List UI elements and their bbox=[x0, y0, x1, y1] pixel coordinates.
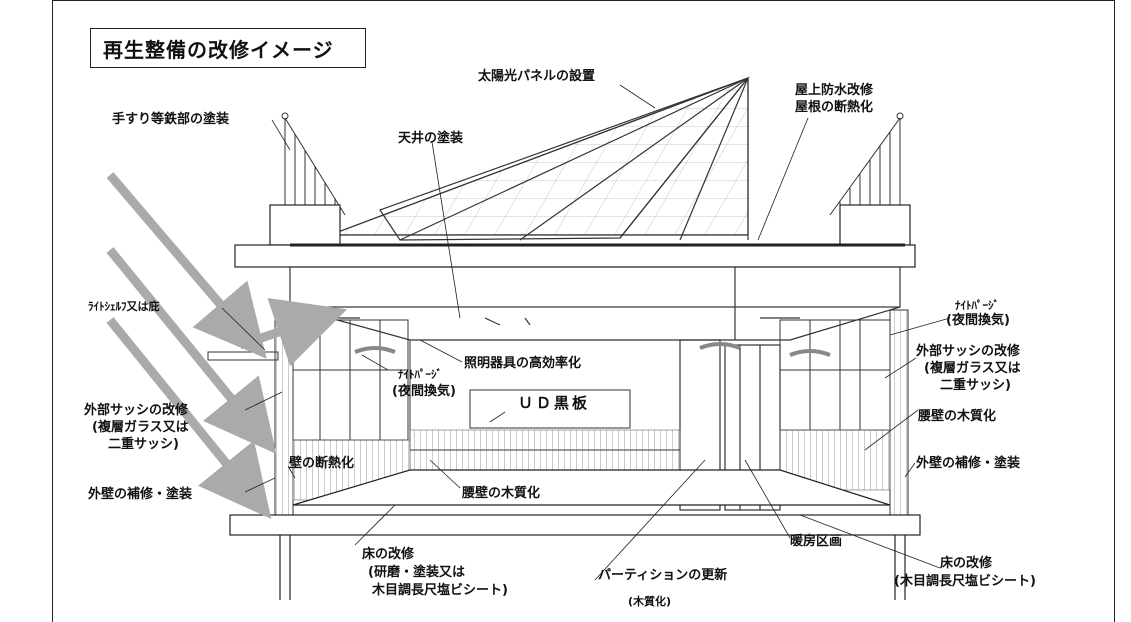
solar-panel-roof bbox=[329, 76, 750, 241]
handrail-right bbox=[829, 112, 904, 217]
figure-frame bbox=[52, 0, 1115, 622]
diagram-title: 再生整備の改修イメージ bbox=[90, 28, 366, 68]
label-wall-insulation: 壁の断熱化 bbox=[289, 456, 355, 471]
label-handrail-painting: 手すり等鉄部の塗装 bbox=[112, 112, 230, 127]
label-night-purge-left-1: ﾅｲﾄﾊﾟｰｼﾞ bbox=[398, 368, 442, 381]
label-floor-left-2: (研磨・塗装又は bbox=[368, 565, 465, 580]
ventilation-arrows bbox=[354, 342, 831, 357]
label-night-purge-right-2: (夜間換気) bbox=[946, 313, 1010, 328]
label-sash-left-3: 二重サッシ) bbox=[108, 437, 179, 452]
label-heating-zone: 暖房区画 bbox=[790, 534, 843, 549]
label-ud-blackboard: ＵＤ黒板 bbox=[518, 394, 591, 412]
label-sash-right-1: 外部サッシの改修 bbox=[916, 344, 1021, 359]
label-wainscot-center: 腰壁の木質化 bbox=[462, 486, 541, 501]
label-ceiling-painting: 天井の塗装 bbox=[398, 131, 464, 146]
label-sash-left-2: (複層ガラス又は bbox=[92, 420, 189, 435]
wainscot bbox=[292, 429, 891, 501]
label-floor-left-3: 木目調長尺塩ビシート) bbox=[372, 583, 508, 598]
label-sash-left-1: 外部サッシの改修 bbox=[84, 403, 189, 418]
label-solar-panel: 太陽光パネルの設置 bbox=[478, 69, 596, 84]
label-floor-right-1: 床の改修 bbox=[940, 556, 993, 571]
label-roof-insulation: 屋根の断熱化 bbox=[795, 100, 874, 115]
label-floor-right-2: (木目調長尺塩ビシート) bbox=[894, 574, 1036, 589]
label-partition-wood: (木質化) bbox=[628, 595, 672, 608]
label-night-purge-right-1: ﾅｲﾄﾊﾟｰｼﾞ bbox=[955, 299, 999, 312]
label-sash-right-3: 二重サッシ) bbox=[940, 378, 1011, 393]
label-floor-left-1: 床の改修 bbox=[362, 547, 415, 562]
leader-lines bbox=[221, 84, 951, 581]
label-wainscot-right: 腰壁の木質化 bbox=[918, 409, 997, 424]
label-roof-waterproofing: 屋上防水改修 bbox=[795, 83, 874, 98]
label-sash-right-2: (複層ガラス又は bbox=[924, 361, 1021, 376]
label-exterior-wall-left: 外壁の補修・塗装 bbox=[88, 487, 193, 502]
handrail-left bbox=[281, 112, 346, 216]
label-exterior-wall-right: 外壁の補修・塗装 bbox=[916, 456, 1021, 471]
label-lighting-efficiency: 照明器具の高効率化 bbox=[464, 356, 582, 371]
label-light-shelf: ﾗｲﾄｼｪﾙﾌ又は庇 bbox=[88, 300, 160, 313]
ceiling-beam bbox=[289, 266, 901, 341]
roof-slab bbox=[234, 204, 916, 268]
label-partition-update: パーティションの更新 bbox=[598, 568, 728, 583]
floor-slab bbox=[229, 469, 921, 600]
label-night-purge-left-2: (夜間換気) bbox=[392, 384, 456, 399]
